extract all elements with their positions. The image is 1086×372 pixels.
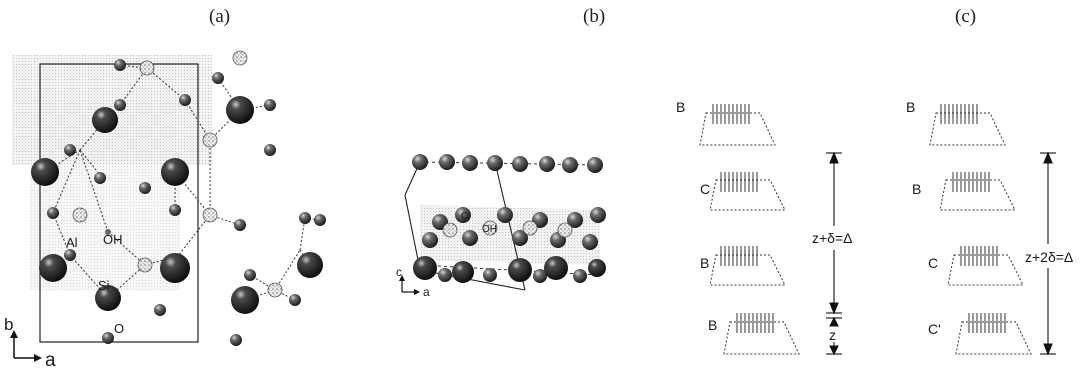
stacking-block: B [708,313,800,355]
dimension-z [826,316,842,356]
block-letter: C [700,181,710,197]
stacking-block: B [700,246,786,286]
block-letter: B [906,99,915,115]
stacking-block: C' [928,313,1032,355]
stacking-block: C [700,172,786,211]
dimension-z-plus-delta [826,151,842,315]
stacking-block: C [928,246,1024,286]
block-letter: B [676,99,685,115]
atom-label-o: O [114,321,124,336]
atom-label-oh-b: OH [482,224,497,235]
panel-b-structure: OH O c a [396,154,606,299]
axis-label-a: a [45,350,56,371]
dimension-label: z+2δ=Δ [1025,249,1073,265]
block-letter: B [912,181,921,197]
axis-label-c: c [396,265,402,279]
axis-indicator-a: b a [4,315,56,371]
atom-label-al: Al [66,235,78,250]
atom-label-si: Si [98,278,110,293]
block-letter: B [708,317,717,333]
panel-label-a: (a) [209,6,231,27]
block-letter: C [928,255,938,271]
atom-label-oh: OH [103,232,123,247]
stacking-block: B [912,172,1016,211]
block-letter: B [700,255,709,271]
axis-label-b: b [4,315,13,334]
panel-c-left-stack: B C B B z+δ=Δ [676,99,853,356]
atoms-b [412,154,606,283]
dimension-z-plus-2delta [1040,151,1056,356]
stacking-block: B [676,99,776,146]
atom-label-o-b: O [461,211,469,222]
atoms-a [31,50,326,346]
axis-label-a-b: a [423,285,430,299]
panel-c-right-stack: B B C C' z+2δ=Δ [906,99,1073,356]
dimension-label: z [829,327,836,343]
panel-label-b: (b) [583,6,606,27]
dimension-label: z+δ=Δ [812,230,853,246]
block-letter: C' [928,321,941,337]
panel-label-c: (c) [955,6,977,27]
stacking-block: B [906,99,1006,146]
axis-indicator-b: c a [396,265,430,299]
panel-a-structure: Al OH Si O b a [4,50,326,371]
